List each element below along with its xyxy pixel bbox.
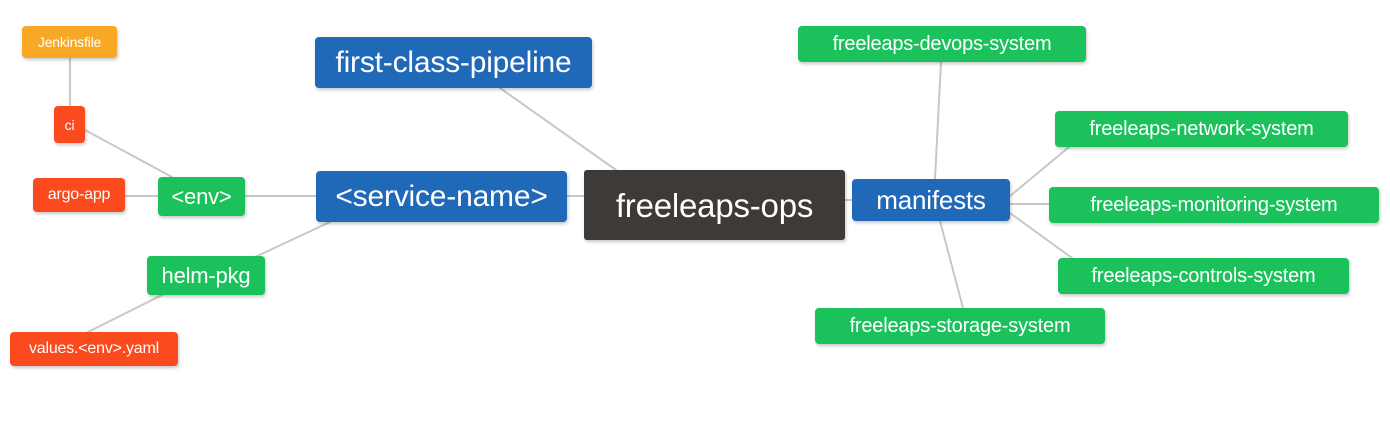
node-env[interactable]: <env>: [158, 177, 245, 216]
node-jenkinsfile[interactable]: Jenkinsfile: [22, 26, 117, 58]
edge-helm-pkg-to-values-yaml: [87, 291, 169, 333]
node-freeleaps-ops[interactable]: freeleaps-ops: [584, 170, 845, 240]
edge-manifests-to-devops-system: [934, 61, 942, 180]
edge-manifests-to-storage-system: [939, 220, 964, 309]
node-controls-system[interactable]: freeleaps-controls-system: [1058, 258, 1349, 294]
edge-ci-to-env: [84, 129, 173, 178]
edge-first-class-pipeline-to-freeleaps-ops: [499, 87, 617, 171]
node-values-yaml[interactable]: values.<env>.yaml: [10, 332, 178, 366]
node-service-name[interactable]: <service-name>: [316, 171, 567, 222]
edge-service-name-to-helm-pkg: [252, 221, 331, 259]
node-argo-app[interactable]: argo-app: [33, 178, 125, 212]
node-helm-pkg[interactable]: helm-pkg: [147, 256, 265, 295]
node-devops-system[interactable]: freeleaps-devops-system: [798, 26, 1086, 62]
node-manifests[interactable]: manifests: [852, 179, 1010, 221]
node-monitoring-system[interactable]: freeleaps-monitoring-system: [1049, 187, 1379, 223]
node-network-system[interactable]: freeleaps-network-system: [1055, 111, 1348, 147]
node-first-class-pipeline[interactable]: first-class-pipeline: [315, 37, 592, 88]
node-storage-system[interactable]: freeleaps-storage-system: [815, 308, 1105, 344]
node-ci[interactable]: ci: [54, 106, 85, 143]
